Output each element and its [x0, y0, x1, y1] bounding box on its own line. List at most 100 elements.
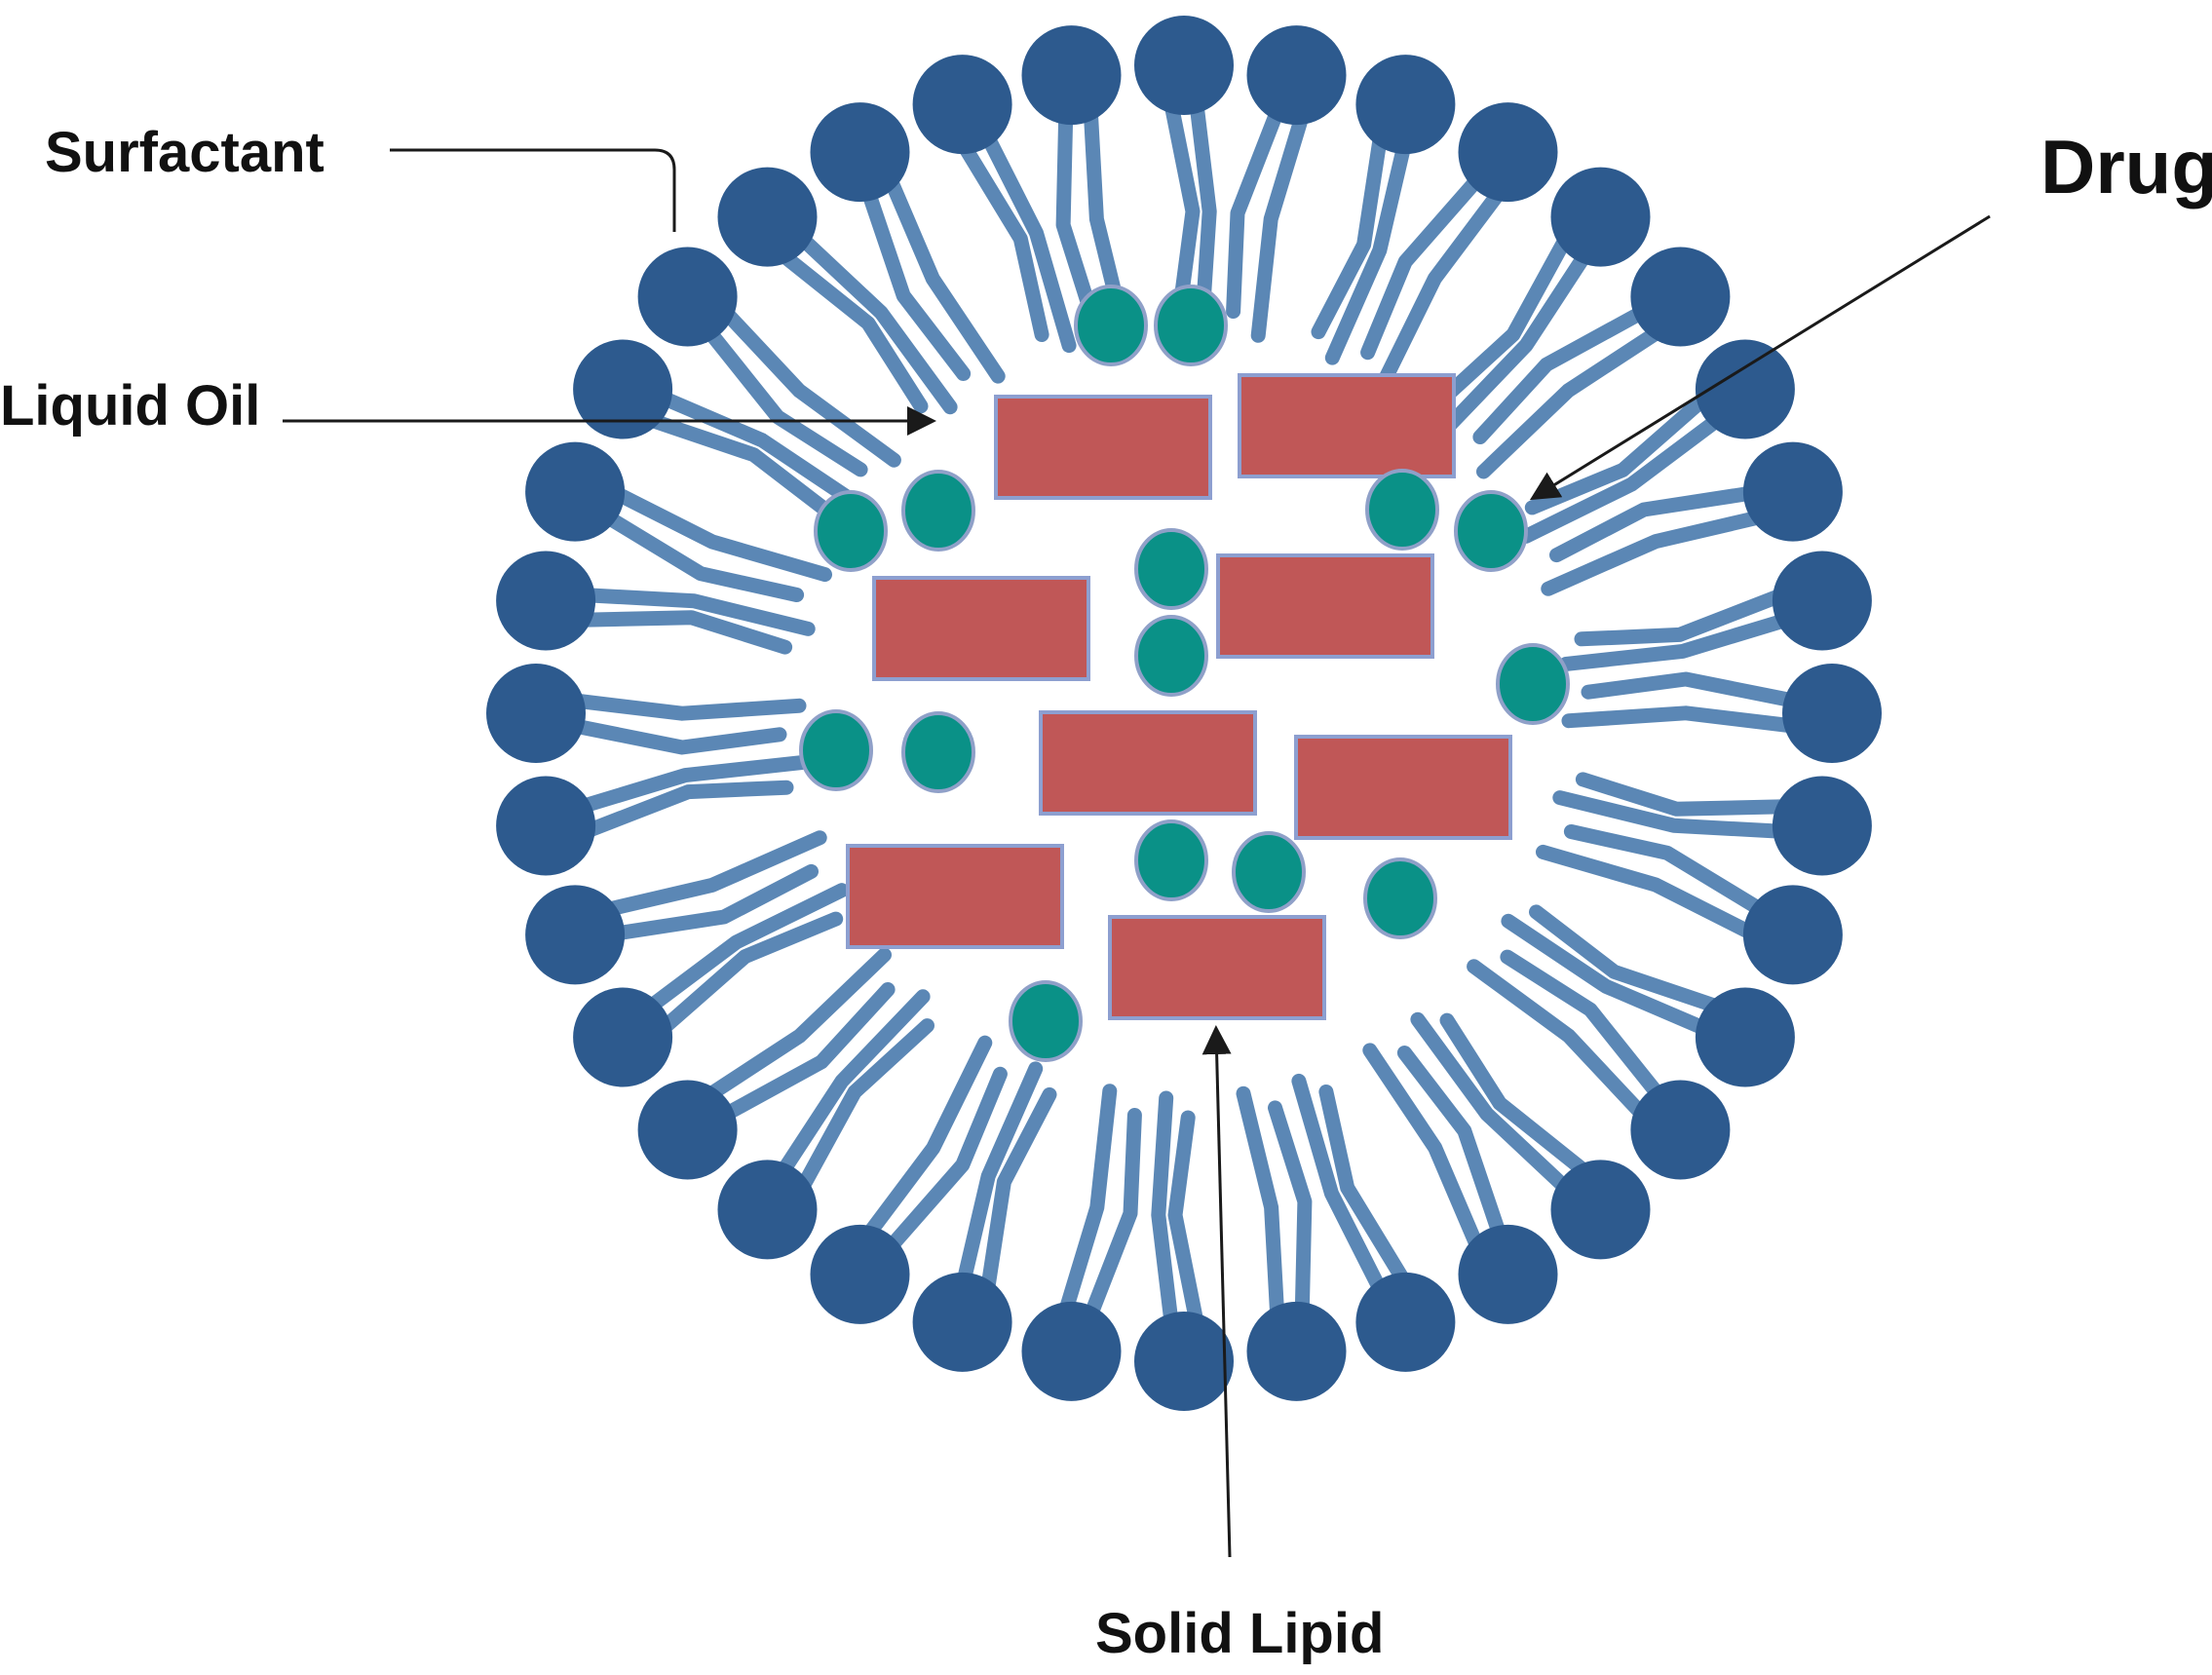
solid-lipid-block [846, 844, 1064, 949]
surfactant-tail [608, 863, 819, 941]
surfactant-molecule [637, 947, 896, 1180]
surfactant-tail [1058, 1084, 1118, 1318]
surfactant-head [1742, 441, 1843, 542]
surfactant-head [1246, 25, 1347, 126]
surfactant-tail [1536, 844, 1760, 941]
surfactant-molecule [1362, 1043, 1558, 1324]
surfactant-head [496, 551, 596, 651]
drug-arrow [1529, 214, 1991, 501]
liquid-oil-droplet [1074, 285, 1148, 366]
surfactant-molecule [1291, 1073, 1456, 1372]
surfactant-head [1630, 1080, 1731, 1180]
surfactant-tail [1226, 103, 1285, 319]
surfactant-tail [1324, 137, 1412, 365]
surfactant-head [496, 776, 596, 876]
surfactant-tail [1268, 1100, 1313, 1318]
surfactant-tail [642, 412, 839, 522]
surfactant-molecule [1410, 1011, 1651, 1260]
surfactant-tail [702, 324, 868, 477]
surfactant-head [637, 1080, 738, 1180]
surfactant-molecule [496, 551, 816, 655]
surfactant-molecule [573, 339, 867, 522]
surfactant-tail [1362, 1043, 1485, 1255]
surfactant-head [573, 987, 673, 1087]
surfactant-tail [579, 588, 816, 636]
surfactant-tail [599, 830, 827, 917]
surfactant-head [912, 55, 1012, 155]
surfactant-tail [1518, 412, 1726, 544]
surfactant-tail [1541, 510, 1769, 596]
liquid-oil-droplet [799, 709, 873, 791]
surfactant-tail [1236, 1085, 1285, 1323]
surfactant-tail [1433, 231, 1574, 408]
surfactant-tail [1291, 1073, 1388, 1298]
surfactant-tail [655, 911, 844, 1037]
surfactant-head [1772, 776, 1872, 876]
surfactant-tail [1375, 184, 1507, 392]
surfactant-tail [1524, 390, 1713, 515]
surfactant-tail [1410, 1011, 1574, 1196]
surfactant-molecule [1561, 664, 1882, 763]
surfactant-head [1021, 25, 1122, 126]
surfactant-tail [599, 510, 805, 602]
liquid-oil-droplet [1134, 819, 1208, 901]
surfactant-head [1550, 1160, 1651, 1260]
surfactant-tail [883, 171, 1006, 384]
liquid-oil-droplet [1154, 285, 1228, 366]
surfactant-tail [574, 755, 810, 815]
surfactant-label: Surfactant [45, 121, 324, 184]
surfactant-molecule [1558, 551, 1872, 671]
surfactant-head [1355, 1272, 1456, 1372]
surfactant-tail [574, 610, 793, 655]
surfactant-molecule [912, 1061, 1057, 1372]
liquid-oil-droplet [901, 470, 975, 552]
surfactant-head [1550, 167, 1651, 267]
surfactant-tail [1552, 790, 1789, 839]
surfactant-head [1134, 1312, 1234, 1411]
surfactant-head [573, 339, 673, 439]
surfactant-head [810, 102, 910, 203]
surfactant-molecule [1311, 55, 1456, 365]
surfactant-tail [794, 1018, 934, 1196]
liquid-oil-label: Liquid Oil [0, 374, 261, 438]
surfactant-tail [1574, 588, 1789, 647]
surfactant-tail [860, 184, 972, 381]
surfactant-head [637, 247, 738, 347]
surfactant-tail [1439, 1012, 1593, 1179]
solid-lipid-block [1294, 735, 1512, 840]
liquid-oil-droplet [1134, 615, 1208, 697]
liquid-oil-droplet [1009, 980, 1083, 1062]
surfactant-tail [1500, 949, 1666, 1103]
surfactant-head [1695, 987, 1795, 1087]
surfactant-tail [1396, 1046, 1507, 1242]
liquid-oil-droplet [1134, 528, 1208, 610]
surfactant-head [1021, 1301, 1122, 1401]
surfactant-tail [956, 1061, 1044, 1289]
surfactant-molecule [1472, 247, 1731, 479]
surfactant-molecule [1021, 1084, 1142, 1401]
surfactant-tail [1581, 671, 1801, 708]
surfactant-molecule [1501, 904, 1795, 1087]
surfactant-tail [1167, 1110, 1204, 1330]
surfactant-head [525, 885, 626, 985]
surfactant-head [1458, 102, 1558, 203]
surfactant-tail [1529, 904, 1726, 1014]
solid-lipid-block [872, 576, 1090, 681]
surfactant-tail [956, 137, 1049, 342]
surfactant-tail [1151, 1090, 1179, 1330]
solid-lipid-arrow [1201, 1025, 1232, 1558]
surfactant-molecule [496, 755, 810, 876]
surfactant-molecule [1226, 25, 1347, 343]
liquid-oil-droplets [799, 285, 1570, 1062]
liquid-oil-droplet [1454, 490, 1528, 572]
surfactant-head [1695, 339, 1795, 439]
solid-lipid-block [994, 395, 1212, 500]
surfactant-molecule [1518, 339, 1795, 544]
surfactant-molecule [810, 102, 1006, 384]
surfactant-tail [1318, 1085, 1412, 1289]
surfactant-molecule [486, 664, 807, 763]
surfactant-tail [1558, 612, 1794, 671]
surfactant-tail [980, 129, 1077, 354]
surfactant-molecule [717, 989, 934, 1260]
